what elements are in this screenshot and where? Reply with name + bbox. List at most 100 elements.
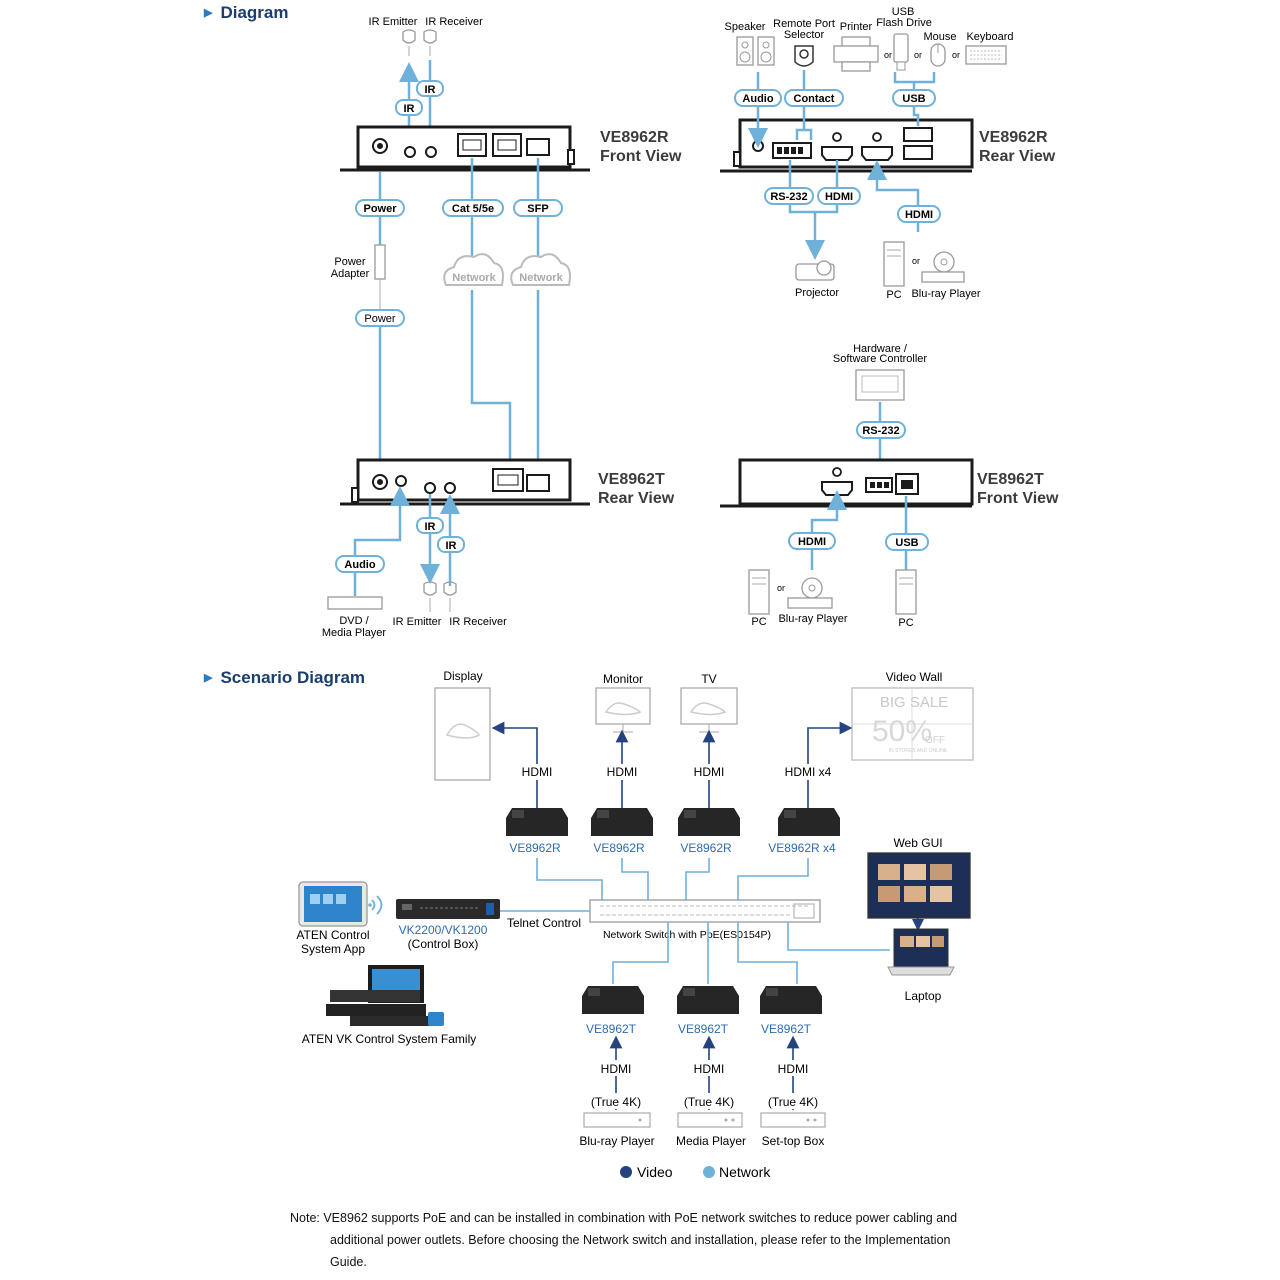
or-label-2: or bbox=[914, 50, 922, 60]
projector-label: Projector bbox=[795, 287, 839, 299]
telnet-label: Telnet Control bbox=[507, 916, 581, 930]
ir-pill-t2: IR bbox=[446, 540, 457, 552]
ve8962r-device-icon bbox=[678, 808, 740, 836]
keyboard-label: Keyboard bbox=[966, 31, 1013, 43]
tv-label: TV bbox=[701, 672, 716, 686]
ve8962t-device-icon bbox=[582, 986, 644, 1014]
usb-port-icon bbox=[903, 127, 933, 142]
tv-icon bbox=[680, 687, 738, 725]
note-line-3: Guide. bbox=[330, 1255, 367, 1269]
src-label-1: Blu-ray Player bbox=[579, 1134, 654, 1148]
remote-selector-label-2: Selector bbox=[784, 29, 825, 41]
hdmi-out-label-1: HDMI bbox=[522, 765, 553, 779]
bluray-label-r: Blu-ray Player bbox=[911, 288, 980, 300]
ir-emitter-icon bbox=[423, 581, 437, 596]
ve8962t-rear-group: VE8962T Rear View Audio DVD / Media Play… bbox=[322, 458, 675, 639]
network-cloud-label-1: Network bbox=[452, 272, 496, 284]
switch-label: Network Switch with PoE(ES0154P) bbox=[603, 929, 771, 941]
audio-pill-r: Audio bbox=[742, 93, 773, 105]
monitor-icon bbox=[595, 687, 651, 725]
vk2200-control-box-icon bbox=[396, 899, 500, 919]
hdmi-in-pill-r: HDMI bbox=[905, 209, 933, 221]
hdmi-out-label-3: HDMI bbox=[694, 765, 725, 779]
power-pill: Power bbox=[363, 203, 397, 215]
rx-label-4: VE8962R x4 bbox=[768, 841, 836, 855]
usb-pill-t: USB bbox=[895, 537, 918, 549]
pc-label-t2: PC bbox=[898, 617, 913, 629]
hdmi-port-icon bbox=[821, 146, 853, 161]
ve8962t-rear-title: VE8962T bbox=[598, 471, 665, 488]
scenario-group: Display Monitor TV Video Wall BIG SALE 5… bbox=[296, 669, 974, 1180]
src-hdmi-label-1: HDMI bbox=[601, 1062, 632, 1076]
t-ir-emitter-label: IR Emitter bbox=[393, 616, 442, 628]
ve8962t-device-icon bbox=[677, 986, 739, 1014]
ir-receiver-label: IR Receiver bbox=[425, 16, 483, 28]
legend-video-dot bbox=[620, 1166, 632, 1178]
sfp-pill: SFP bbox=[527, 203, 548, 215]
ve8962r-rear-view: Rear View bbox=[979, 148, 1056, 165]
wall-text-off: OFF bbox=[925, 735, 945, 746]
legend-network-label: Network bbox=[719, 1164, 771, 1180]
audio-pill: Audio bbox=[344, 559, 375, 571]
media-player-box-icon bbox=[677, 1112, 743, 1128]
pc-tower-icon bbox=[748, 569, 770, 615]
bluray-player-box-icon bbox=[583, 1112, 651, 1128]
usb-flash-label-2: Flash Drive bbox=[876, 17, 932, 29]
display-label: Display bbox=[443, 669, 482, 683]
controller-label-2: Software Controller bbox=[833, 353, 927, 365]
power-adapter-label-2: Adapter bbox=[331, 268, 370, 280]
display-icon bbox=[434, 687, 491, 781]
sfp-port-icon bbox=[526, 138, 550, 156]
dvd-label-2: Media Player bbox=[322, 627, 387, 639]
true4k-label-1: (True 4K) bbox=[591, 1095, 641, 1109]
triangle-bullet-icon: ▶ bbox=[204, 672, 213, 684]
ve8962r-front-group: IR Emitter IR Receiver VE8962R Front Vie… bbox=[331, 16, 682, 476]
hdmi-pill-t: HDMI bbox=[798, 536, 826, 548]
note-line-2: additional power outlets. Before choosin… bbox=[330, 1233, 951, 1247]
or-label-1: or bbox=[884, 50, 892, 60]
speaker-label: Speaker bbox=[725, 21, 766, 33]
true4k-label-3: (True 4K) bbox=[768, 1095, 818, 1109]
usb-flash-label-1: USB bbox=[892, 6, 915, 18]
wall-text-big: BIG SALE bbox=[880, 694, 948, 711]
web-gui-monitor-icon bbox=[867, 852, 971, 919]
power-pill-2: Power bbox=[364, 313, 396, 325]
true4k-label-2: (True 4K) bbox=[684, 1095, 734, 1109]
ir-emitter-icon bbox=[402, 29, 416, 56]
ve8962r-front-title: VE8962R bbox=[600, 129, 669, 146]
usb-port-icon bbox=[903, 145, 933, 160]
legend-network-dot bbox=[703, 1166, 715, 1178]
ir-pill-2: IR bbox=[425, 84, 436, 96]
triangle-bullet-icon: ▶ bbox=[204, 7, 213, 19]
wifi-icon bbox=[368, 895, 383, 915]
dvd-label-1: DVD / bbox=[339, 615, 369, 627]
app-label-1: ATEN Control bbox=[296, 928, 369, 942]
tx-label-1: VE8962T bbox=[586, 1022, 637, 1036]
note-line-1: Note: VE8962 supports PoE and can be ins… bbox=[290, 1211, 958, 1225]
video-wall-icon bbox=[851, 687, 974, 761]
bluray-label-t: Blu-ray Player bbox=[778, 613, 847, 625]
ir-receiver-icon bbox=[443, 581, 457, 596]
usb-pill: USB bbox=[902, 93, 925, 105]
set-top-box-icon bbox=[760, 1112, 826, 1128]
usb-flash-drive-icon bbox=[893, 33, 909, 71]
ve8962t-front-view: Front View bbox=[977, 490, 1059, 507]
hdmi-port-icon bbox=[861, 146, 893, 161]
remote-selector-label-1: Remote Port bbox=[773, 18, 835, 30]
speaker-icon bbox=[736, 36, 775, 66]
hdmi-out-label-2: HDMI bbox=[607, 765, 638, 779]
ir-receiver-icon bbox=[423, 29, 437, 56]
or-label-4: or bbox=[912, 256, 920, 266]
ve8962r-front-view: Front View bbox=[600, 148, 682, 165]
ir-pill-t1: IR bbox=[425, 521, 436, 533]
power-adapter-label-1: Power bbox=[334, 256, 366, 268]
network-cloud-icon bbox=[510, 253, 571, 286]
section-title-diagram: ▶Diagram bbox=[204, 3, 289, 22]
ve8962t-front-title: VE8962T bbox=[977, 471, 1044, 488]
rx-label-3: VE8962R bbox=[680, 841, 732, 855]
installation-note: Note: VE8962 supports PoE and can be ins… bbox=[290, 1207, 990, 1273]
or-label-3: or bbox=[952, 50, 960, 60]
power-adapter-icon bbox=[374, 244, 386, 280]
